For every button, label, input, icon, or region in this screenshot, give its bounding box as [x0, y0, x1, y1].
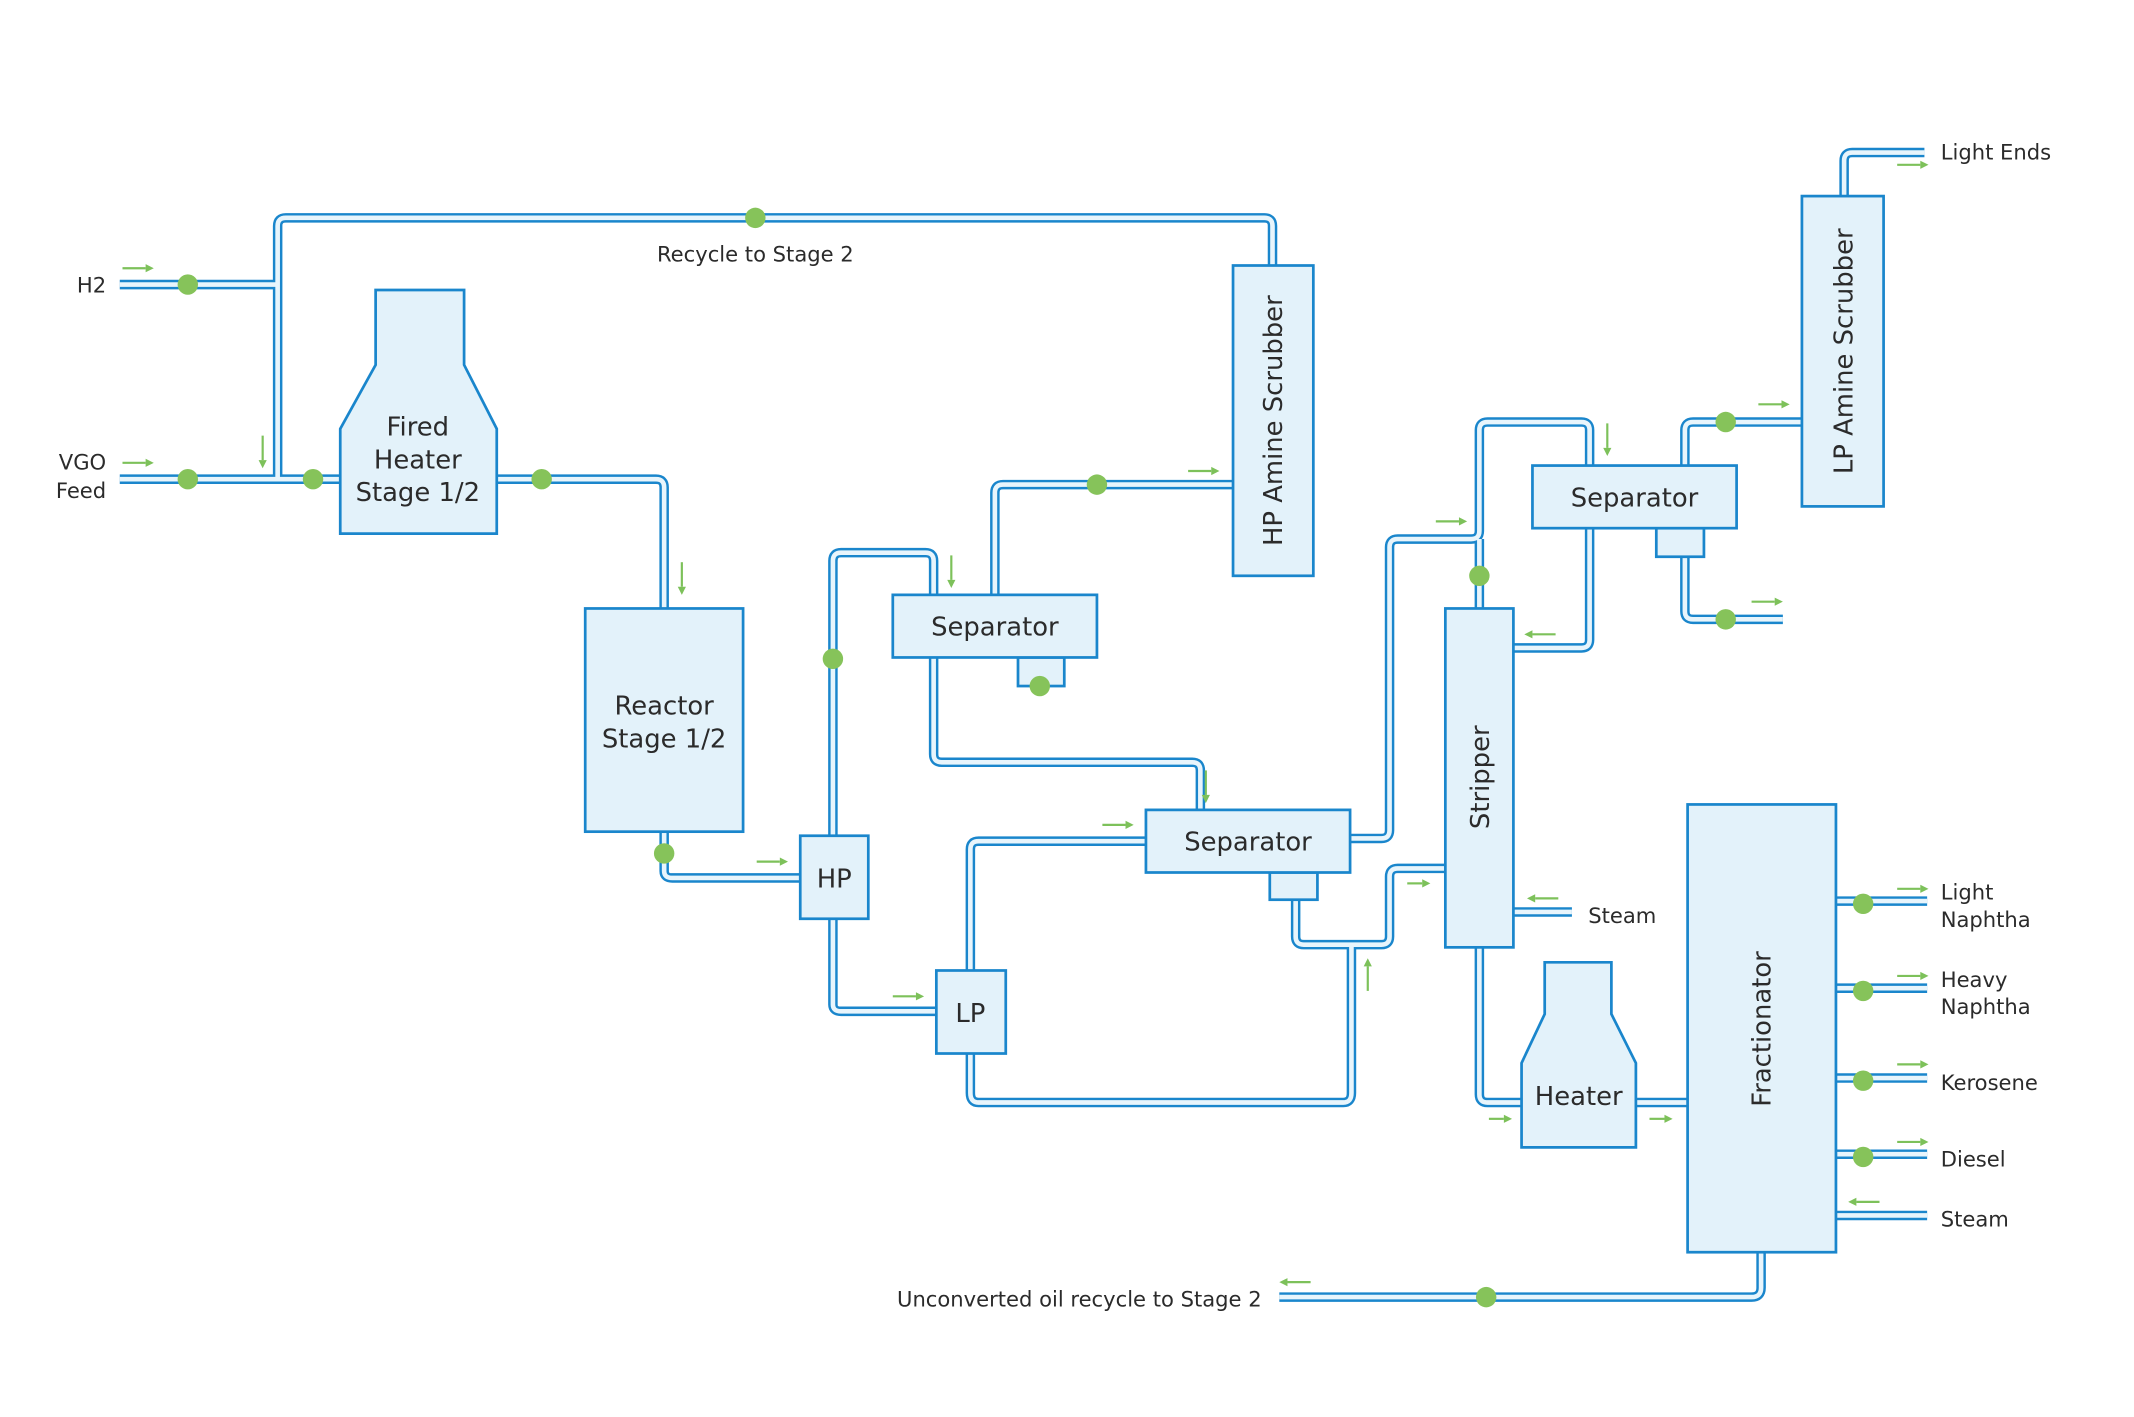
output-heavy-naphtha-line1: Heavy — [1941, 967, 2008, 992]
hp-label: HP — [817, 864, 852, 894]
hp-amine-scrubber-label: HP Amine Scrubber — [1259, 295, 1289, 546]
input-h2-label: H2 — [77, 273, 106, 298]
valve-light-naphtha[interactable] — [1852, 893, 1874, 915]
separator-1-label: Separator — [931, 613, 1059, 643]
fractionator-label: Fractionator — [1748, 951, 1778, 1107]
flow-arrow-down-icon — [1603, 423, 1612, 457]
fired-heater-label-line2: Heater — [374, 445, 462, 475]
flow-arrow-right-icon — [1649, 1114, 1673, 1123]
input-steam-stripper-label: Steam — [1588, 903, 1656, 928]
valve-separator-3-boot[interactable] — [1715, 609, 1736, 630]
separator-2-label: Separator — [1184, 828, 1312, 858]
valve-lp-amine-feed[interactable] — [1715, 411, 1736, 433]
valve-recycle[interactable] — [745, 207, 766, 229]
separator-1[interactable]: Separator — [891, 593, 1099, 688]
flow-arrow-right-icon — [1897, 971, 1929, 981]
recycle-stage-2-label: Recycle to Stage 2 — [657, 241, 854, 266]
output-diesel-label: Diesel — [1941, 1146, 2006, 1171]
valve-separator-1-boot[interactable] — [1029, 675, 1050, 697]
flow-arrow-right-icon — [1435, 517, 1468, 526]
flow-arrow-right-icon — [1758, 400, 1790, 409]
flow-arrow-right-icon — [1751, 597, 1783, 606]
flow-arrows — [122, 160, 1929, 1287]
valve-heater-outlet[interactable] — [531, 468, 552, 490]
flow-arrow-right-icon — [1407, 879, 1431, 888]
heater-label: Heater — [1535, 1082, 1623, 1112]
fractionator[interactable]: Fractionator — [1686, 803, 1838, 1254]
separator-2[interactable]: Separator — [1144, 808, 1352, 902]
flow-arrow-right-icon — [122, 264, 154, 273]
stripper[interactable]: Stripper — [1443, 607, 1515, 949]
output-light-ends-label: Light Ends — [1941, 139, 2051, 164]
flow-arrow-down-icon — [677, 562, 686, 595]
valve-hp-amine-feed[interactable] — [1086, 474, 1108, 495]
unconverted-oil-recycle-label: Unconverted oil recycle to Stage 2 — [897, 1287, 1262, 1312]
lp-amine-scrubber[interactable]: LP Amine Scrubber — [1800, 194, 1885, 508]
valve-reactor-outlet[interactable] — [653, 843, 675, 864]
hp-amine-scrubber[interactable]: HP Amine Scrubber — [1231, 264, 1315, 578]
stripper-label: Stripper — [1466, 725, 1496, 829]
flow-arrow-right-icon — [756, 857, 789, 866]
input-vgo-label-line1: VGO — [59, 450, 106, 475]
flow-arrow-right-icon — [1897, 1060, 1929, 1069]
hp-vessel[interactable]: HP — [798, 834, 870, 921]
flow-arrow-down-icon — [258, 435, 267, 469]
output-kerosene-label: Kerosene — [1941, 1070, 2038, 1095]
fired-heater-label-line3: Stage 1/2 — [356, 478, 481, 508]
stream-labels: H2 VGO Feed Recycle to Stage 2 Light End… — [56, 139, 2051, 1311]
valve-heater-inlet[interactable] — [302, 468, 324, 490]
lp-vessel[interactable]: LP — [934, 969, 1008, 1055]
flow-arrow-left-icon — [1524, 630, 1556, 639]
valve-heavy-naphtha[interactable] — [1852, 980, 1874, 1002]
input-vgo-label-line2: Feed — [56, 478, 106, 503]
fired-heater-label-line1: Fired — [387, 413, 450, 443]
valve-vgo-feed[interactable] — [177, 468, 199, 490]
output-light-naphtha-line1: Light — [1941, 880, 1994, 905]
reactor-label-line1: Reactor — [614, 692, 714, 722]
valve-hp-overhead[interactable] — [822, 648, 844, 670]
flow-arrow-left-icon — [1279, 1278, 1311, 1287]
flow-arrow-up-icon — [1363, 958, 1372, 991]
fired-heater-stage-1-2[interactable]: Fired Heater Stage 1/2 — [338, 288, 499, 535]
separator-3-label: Separator — [1571, 483, 1699, 513]
flow-arrow-right-icon — [1897, 160, 1929, 169]
flow-arrow-right-icon — [1102, 820, 1134, 829]
valve-unconverted-oil[interactable] — [1475, 1286, 1497, 1308]
valve-diesel[interactable] — [1852, 1146, 1874, 1168]
valves — [177, 207, 1874, 1308]
flow-arrow-right-icon — [1897, 884, 1929, 893]
flow-arrow-right-icon — [1188, 466, 1220, 476]
flow-arrow-right-icon — [122, 458, 154, 467]
flow-arrow-right-icon — [892, 992, 925, 1001]
lp-amine-scrubber-label: LP Amine Scrubber — [1829, 228, 1859, 474]
flow-arrow-left-icon — [1527, 894, 1559, 903]
flow-arrow-right-icon — [1488, 1114, 1513, 1123]
valve-kerosene[interactable] — [1852, 1070, 1874, 1091]
input-steam-fractionator-label: Steam — [1941, 1206, 2009, 1231]
reactor-stage-1-2[interactable]: Reactor Stage 1/2 — [583, 607, 745, 834]
flow-arrow-left-icon — [1848, 1197, 1880, 1206]
separator-3[interactable]: Separator — [1531, 464, 1738, 559]
flow-arrow-down-icon — [947, 555, 956, 589]
valve-h2[interactable] — [177, 274, 199, 295]
heater[interactable]: Heater — [1520, 960, 1638, 1149]
lp-label: LP — [955, 999, 985, 1029]
reactor-label-line2: Stage 1/2 — [602, 724, 727, 754]
flow-arrow-down-icon — [1201, 770, 1210, 804]
output-light-naphtha-line2: Naphtha — [1941, 907, 2031, 932]
flow-arrow-right-icon — [1897, 1137, 1929, 1147]
valve-stripper-overhead[interactable] — [1469, 565, 1490, 587]
output-heavy-naphtha-line2: Naphtha — [1941, 994, 2031, 1019]
